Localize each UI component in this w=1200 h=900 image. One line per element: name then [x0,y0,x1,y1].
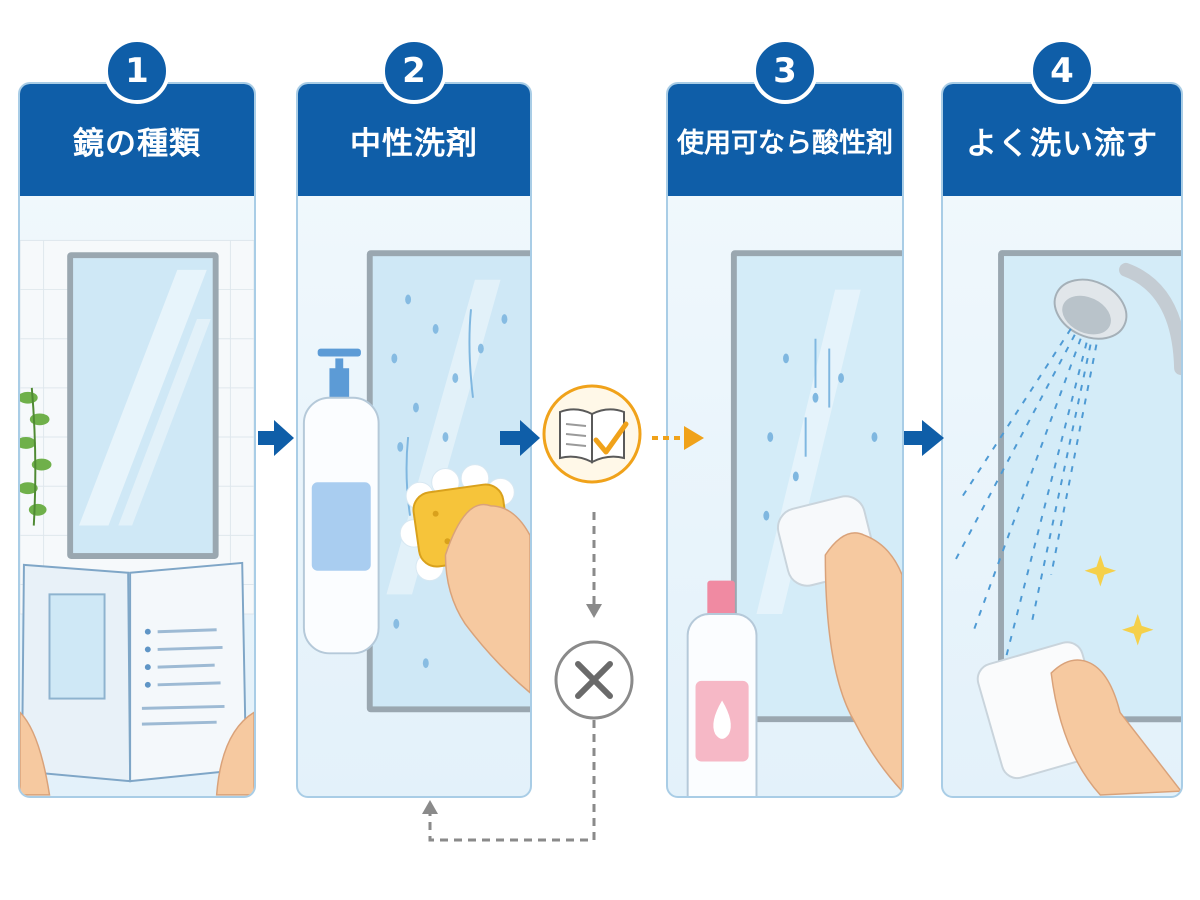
step-1-panel: 鏡の種類 [18,82,256,798]
step-3-illustration [686,250,902,796]
step-4-panel: よく洗い流す [941,82,1183,798]
step-4-illustration [951,250,1181,796]
step-2-number-badge: 2 [381,38,447,104]
step-2-illustration [302,250,530,713]
arrow-step1-to-step2 [258,420,294,456]
book-check-icon [542,384,642,484]
step-3-panel: 使用可なら酸性剤 [666,82,904,798]
step-4-number-badge: 4 [1029,38,1095,104]
cross-icon [554,640,634,720]
step-1-illustration [20,239,254,796]
step-3-number-badge: 3 [752,38,818,104]
arrow-step3-to-step4 [904,420,944,456]
step-1-number-badge: 1 [104,38,170,104]
step-2-panel: 中性洗剤 [296,82,532,798]
